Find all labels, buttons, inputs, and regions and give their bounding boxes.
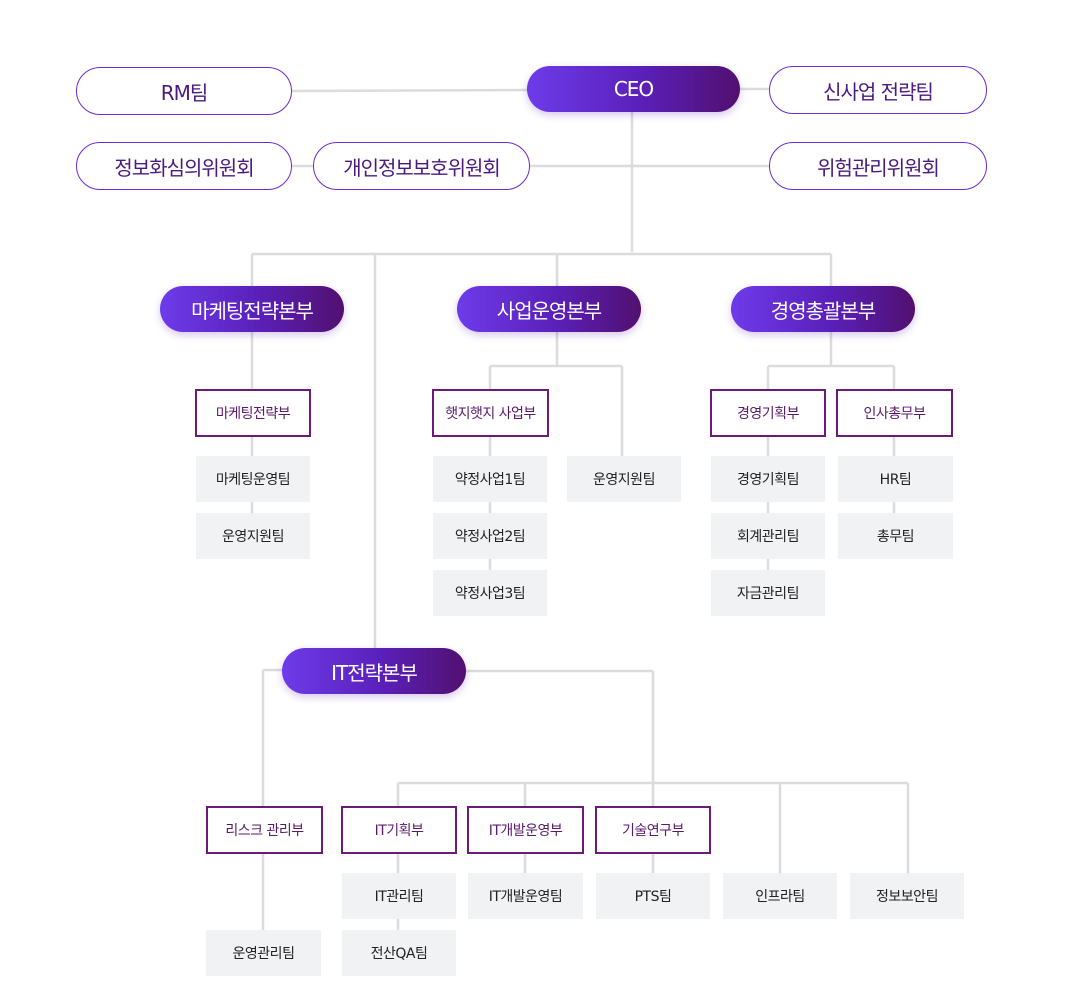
tech-research-dept: 기술연구부 xyxy=(595,806,711,854)
ops-mgmt-team: 운영관리팀 xyxy=(206,930,321,976)
pharma-biz-2-team: 약정사업2팀 xyxy=(433,513,547,559)
it-mgmt-team: IT관리팀 xyxy=(342,873,456,919)
marketing-ops-team: 마케팅운영팀 xyxy=(196,456,310,502)
accounting-team: 회계관리팀 xyxy=(711,513,825,559)
marketing-hq-node: 마케팅전략본부 xyxy=(160,286,344,332)
hetji-business-dept: 햇지햇지 사업부 xyxy=(432,389,549,437)
computing-qa-team: 전산QA팀 xyxy=(342,930,456,976)
hr-team: HR팀 xyxy=(838,456,953,502)
rm-team-node: RM팀 xyxy=(76,67,292,115)
it-hq-node: IT전략본부 xyxy=(282,648,466,694)
hr-general-dept: 인사총무부 xyxy=(836,389,953,437)
ops-support-team: 운영지원팀 xyxy=(196,513,310,559)
funds-mgmt-team: 자금관리팀 xyxy=(711,570,825,616)
it-dev-ops-team: IT개발운영팀 xyxy=(468,873,583,919)
pharma-biz-3-team: 약정사업3팀 xyxy=(433,570,547,616)
risk-committee-node: 위험관리위원회 xyxy=(769,142,987,190)
ops-support-team: 운영지원팀 xyxy=(567,456,681,502)
it-planning-dept: IT기획부 xyxy=(341,806,457,854)
infra-team: 인프라팀 xyxy=(723,873,837,919)
marketing-strategy-dept: 마케팅전략부 xyxy=(195,389,311,437)
privacy-committee-node: 개인정보보호위원회 xyxy=(313,142,530,190)
mgmt-planning-dept: 경영기획부 xyxy=(710,389,826,437)
new-business-team-node: 신사업 전략팀 xyxy=(769,66,987,114)
ceo-node: CEO xyxy=(527,66,740,112)
infosec-team: 정보보안팀 xyxy=(850,873,964,919)
it-dev-ops-dept: IT개발운영부 xyxy=(467,806,584,854)
business-hq-node: 사업운영본부 xyxy=(457,286,641,332)
management-hq-node: 경영총괄본부 xyxy=(731,286,915,332)
pts-team: PTS팀 xyxy=(596,873,710,919)
risk-mgmt-dept: 리스크 관리부 xyxy=(206,806,323,854)
info-committee-node: 정보화심의위원회 xyxy=(76,142,292,190)
mgmt-planning-team: 경영기획팀 xyxy=(711,456,825,502)
general-affairs-team: 총무팀 xyxy=(838,513,953,559)
pharma-biz-1-team: 약정사업1팀 xyxy=(433,456,547,502)
